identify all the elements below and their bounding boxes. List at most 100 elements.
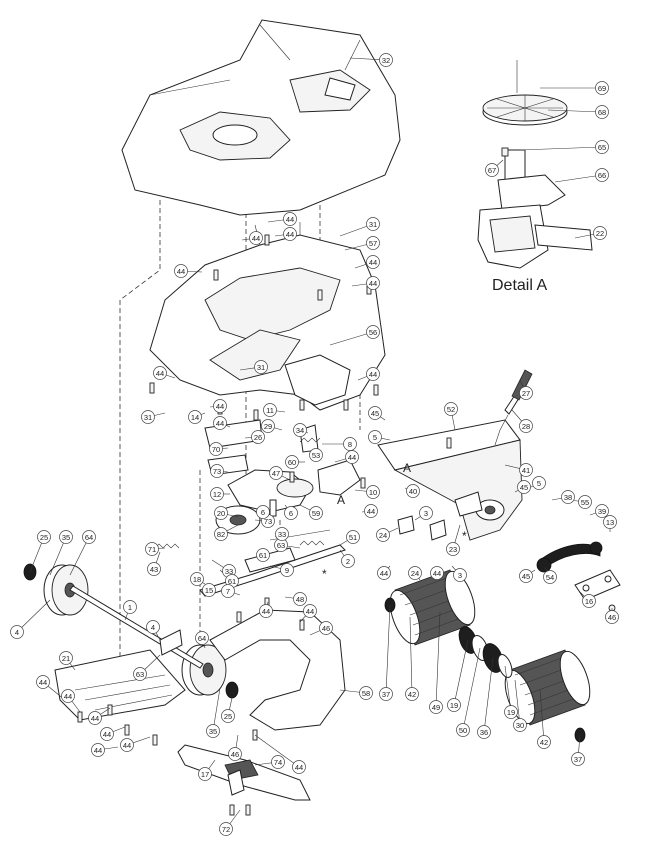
callout-label: 4 — [151, 623, 155, 632]
part-callout: 44 — [303, 604, 317, 618]
callout-label: 55 — [581, 498, 589, 507]
callout-label: 42 — [408, 690, 416, 699]
callout-label: 11 — [266, 406, 274, 415]
part-callout: 49 — [429, 700, 443, 714]
callout-label: 52 — [447, 405, 455, 414]
callout-label: 44 — [91, 714, 99, 723]
callout-label: 36 — [480, 728, 488, 737]
callout-circle — [190, 572, 204, 586]
callout-circle — [379, 53, 393, 67]
callout-leader — [435, 611, 441, 708]
part-callout: 53 — [309, 448, 323, 462]
callout-circle — [595, 81, 609, 95]
callout-circle — [202, 583, 216, 597]
callout-label: 67 — [488, 166, 496, 175]
callout-circle — [249, 231, 263, 245]
part-callout: 68 — [595, 105, 609, 119]
callout-label: 43 — [150, 565, 158, 574]
part-callout: 24 — [408, 566, 422, 580]
callout-label: 21 — [62, 654, 70, 663]
callout-circle — [145, 542, 159, 556]
callout-circle — [221, 709, 235, 723]
callout-circle — [36, 675, 50, 689]
callout-leader — [547, 109, 603, 113]
callout-label: 31 — [144, 413, 152, 422]
part-callout: 1 — [123, 600, 137, 614]
callout-label: 27 — [522, 389, 530, 398]
callout-label: 73 — [213, 467, 221, 476]
part-callout: 61 — [256, 548, 270, 562]
callout-label: 13 — [606, 518, 614, 527]
part-callout: 39 — [595, 504, 609, 518]
part-callout: 10 — [366, 485, 380, 499]
part-callout: 25 — [221, 709, 235, 723]
callout-circle — [133, 667, 147, 681]
part-callout: 23 — [446, 542, 460, 556]
part-callout: 31 — [141, 410, 155, 424]
callout-circle — [10, 625, 24, 639]
callout-circle — [100, 727, 114, 741]
callout-label: 5 — [537, 479, 541, 488]
part-callout: 70 — [209, 442, 223, 456]
front-skirt — [54, 649, 186, 721]
callout-circle — [309, 506, 323, 520]
marker-star: * — [462, 529, 467, 543]
callout-label: 33 — [225, 567, 233, 576]
callout-label: 51 — [349, 533, 357, 542]
callout-circle — [59, 651, 73, 665]
callout-circle — [254, 360, 268, 374]
callout-label: 63 — [277, 541, 285, 550]
callout-label: 29 — [264, 422, 272, 431]
springs — [154, 437, 325, 549]
marker-star: * — [322, 567, 327, 581]
callout-label: 48 — [296, 595, 304, 604]
callout-label: 31 — [257, 363, 265, 372]
callout-circle — [37, 530, 51, 544]
part-callout: 13 — [603, 515, 617, 529]
callout-circle — [513, 718, 527, 732]
callout-label: 24 — [411, 569, 419, 578]
callout-circle — [578, 495, 592, 509]
callout-label: 3 — [458, 571, 462, 580]
callout-label: 41 — [522, 466, 530, 475]
callout-circle — [271, 755, 285, 769]
part-callout: 14 — [188, 410, 202, 424]
callout-circle — [595, 140, 609, 154]
callout-label: 44 — [286, 215, 294, 224]
callout-label: 31 — [369, 220, 377, 229]
callout-leader — [329, 331, 374, 346]
callout-label: 44 — [156, 369, 164, 378]
part-callout: 46 — [228, 747, 242, 761]
detail-a-title: Detail A — [492, 277, 547, 294]
callout-circle — [377, 566, 391, 580]
callout-label: 44 — [64, 692, 72, 701]
callout-leader — [385, 604, 391, 695]
part-callout: 44 — [153, 366, 167, 380]
callout-label: 15 — [205, 586, 213, 595]
part-callout: 40 — [406, 484, 420, 498]
callout-label: 9 — [285, 566, 289, 575]
callout-circle — [283, 212, 297, 226]
callout-circle — [91, 743, 105, 757]
callout-circle — [319, 621, 333, 635]
callout-circle — [359, 686, 373, 700]
part-callout: 45 — [368, 406, 382, 420]
part-callout: 71 — [145, 542, 159, 556]
callout-circle — [406, 484, 420, 498]
callout-label: 22 — [596, 229, 604, 238]
callout-circle — [368, 430, 382, 444]
callout-label: 35 — [62, 533, 70, 542]
callout-leader — [453, 639, 469, 706]
part-callout: 47 — [269, 466, 283, 480]
callout-circle — [405, 687, 419, 701]
callout-label: 35 — [209, 727, 217, 736]
callout-label: 53 — [312, 451, 320, 460]
callout-label: 8 — [348, 440, 352, 449]
part-callout: 67 — [485, 163, 499, 177]
callout-circle — [123, 600, 137, 614]
callout-label: 44 — [369, 370, 377, 379]
part-callout: 44 — [292, 760, 306, 774]
part-callout: 44 — [345, 450, 359, 464]
